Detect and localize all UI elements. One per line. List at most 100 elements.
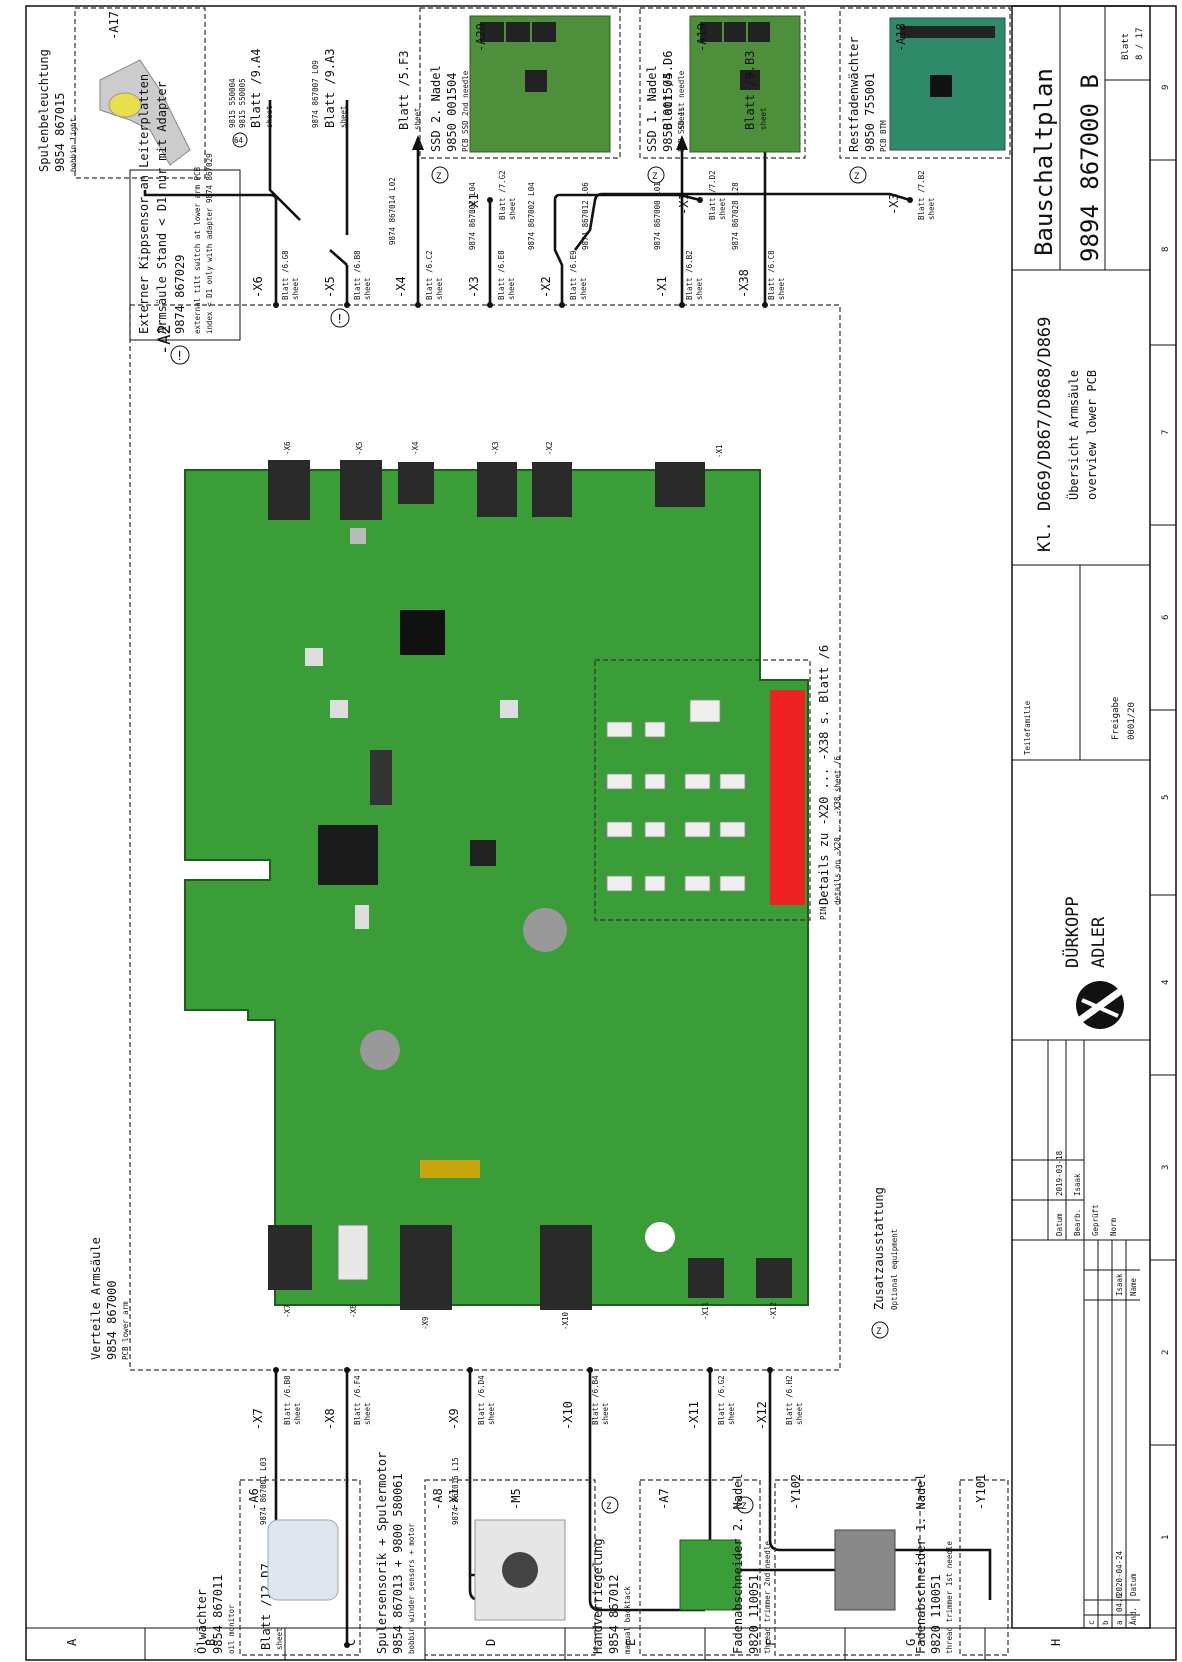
row-e: E	[624, 1639, 638, 1646]
col-3: 3	[1161, 1165, 1171, 1170]
capacitor-1	[360, 1030, 400, 1070]
module-a17: -A17 Spulenbeleuchtung 9854 867015 bobbi…	[37, 7, 206, 179]
cable-x4-dest: Blatt /5.F3	[397, 51, 411, 130]
a19-name: SSD 1. Nadel	[645, 65, 659, 152]
col-5: 5	[1161, 795, 1171, 800]
port-x6-link: Blatt /6.G8	[281, 250, 290, 300]
wire-x5-break	[329, 249, 348, 266]
port-x7: -X7	[251, 1408, 265, 1430]
port-x7-sheet: sheet	[293, 1402, 302, 1425]
port-x5-link: Blatt /6.B8	[353, 250, 362, 300]
a19-link: Blatt /7.D2	[708, 170, 717, 220]
rev-a-date: 2020-04-24	[1115, 1550, 1124, 1596]
node-x6	[273, 302, 279, 308]
rev-and-label: Änd.	[1129, 1607, 1138, 1625]
freigabe-value: 0001/20	[1127, 702, 1137, 740]
conn-x11	[688, 1258, 724, 1298]
optional-en: Optional equipment	[890, 1229, 899, 1310]
col-9: 9	[1161, 85, 1171, 90]
silk-x2: -X2	[545, 441, 554, 455]
note-l2: Armsäule Stand < D1 nur mit Adapter	[155, 81, 169, 334]
cable-x38: 9874 867028 L28	[731, 182, 740, 250]
module-a18: -A18 Restfadenwächter 9850 755001 PCB BT…	[839, 7, 1011, 220]
port-x11-link: Blatt /6.G2	[717, 1375, 726, 1425]
conn-x7	[268, 1225, 312, 1290]
a17-en: bobbin light	[69, 118, 78, 172]
y101-ref: -Y101	[974, 1474, 988, 1510]
optional-de: Zusatzausstattung	[872, 1187, 886, 1310]
row-d: D	[484, 1639, 498, 1646]
y101-part: 9820 110051	[929, 1575, 943, 1654]
port-x6: -X6	[251, 276, 265, 298]
connector-strip-red	[770, 690, 805, 905]
bearb-label: Bearb.	[1073, 1209, 1082, 1236]
module-a7: -A7 Handverriegelung 9854 867012 manual …	[591, 1479, 761, 1656]
sheet-value: 8 / 17	[1135, 27, 1145, 60]
a8-en: bobbin winder sensors + motor	[407, 1523, 416, 1654]
cable-x5a: 9815 550004	[228, 78, 237, 128]
cable-x5c: 9874 867007 L09	[311, 60, 320, 128]
wire-x10-a7	[588, 1370, 705, 1612]
a6-image	[267, 1519, 339, 1601]
node-x12	[767, 1367, 773, 1373]
y101-en: thread trimmer 1st needle	[945, 1541, 954, 1654]
description-en: overview lower PCB	[1085, 370, 1099, 500]
module-y102: -Y102 Fadenabschneider 2. Nadel 9820 110…	[731, 1473, 921, 1656]
port-x8-link: Blatt /6.F4	[353, 1375, 362, 1425]
optional-marks-top: Z Z Z	[431, 166, 867, 184]
a19-port: -X1	[677, 193, 691, 215]
wire-x2-a19	[553, 193, 701, 305]
port-x12-sheet: sheet	[795, 1402, 804, 1425]
z-mark-a7: Z	[606, 1502, 612, 1512]
y102-part: 9820 110051	[747, 1575, 761, 1654]
sheet-label: Blatt	[1121, 33, 1131, 60]
module-a19: -A19 SSD 1. Nadel 9850 001504 PCB SSD 1s…	[639, 7, 806, 220]
cable-x7-sheet: sheet	[275, 1627, 284, 1650]
a20-port: -X1	[467, 193, 481, 215]
port-x8: -X8	[323, 1408, 337, 1430]
title-block: Blatt 8 / 17 Bauschaltplan 9894 867000 B…	[1011, 5, 1151, 1629]
a18-link: Blatt /7.B2	[917, 170, 926, 220]
a18-ref: -A18	[894, 23, 908, 52]
cable-x5b: 9815 550005	[238, 78, 247, 128]
arrow-x4	[412, 135, 424, 150]
brand-top: DÜRKOPP	[1061, 896, 1083, 968]
top-port-labels: -X6 Blatt /6.G8 sheet -X5 Blatt /6.B8 sh…	[251, 250, 786, 300]
a20-en: PCB SSD 2nd needle	[461, 70, 470, 152]
col-4: 4	[1161, 980, 1171, 985]
z-mark-a19: Z	[652, 172, 658, 182]
y102-image	[834, 1529, 896, 1611]
a20-name: SSD 2. Nadel	[429, 65, 443, 152]
port-x6-sheet: sheet	[291, 277, 300, 300]
rev-a: a	[1115, 1620, 1124, 1625]
silk-x7: -X7	[283, 1304, 292, 1318]
freigabe-label: Freigabe	[1111, 697, 1121, 740]
note-l4: external tilt switch at lower arm PCB	[193, 166, 202, 334]
cable-x1: 9874 867000 L01	[653, 182, 662, 250]
m5-ref: -M5	[509, 1488, 523, 1510]
module-a20: -A20 SSD 2. Nadel 9850 001504 PCB SSD 2n…	[419, 7, 621, 220]
note-l5: index < D1 only with adapter 9874 867029	[205, 153, 214, 334]
duerkopp-adler-logo	[1076, 981, 1125, 1029]
a18-name: Restfadenwächter	[847, 36, 861, 152]
cable-labels-top: 9874 867014 L02 Blatt /5.F3 sheet 9874 8…	[228, 49, 768, 250]
port-x4: -X4	[394, 276, 408, 298]
details-en: details on -X20 ... -X38 sheet /6	[833, 756, 842, 905]
port-x8-sheet: sheet	[363, 1402, 372, 1425]
a20-ref: -A20	[474, 23, 488, 52]
row-f: F	[764, 1639, 778, 1646]
port-x4-link: Blatt /6.C2	[425, 250, 434, 300]
row-a: A	[65, 1638, 79, 1646]
wire-x5-c	[268, 100, 301, 221]
y102-en: thread trimmer 2nd needle	[763, 1541, 772, 1654]
warning-mark-x5: !	[336, 312, 343, 326]
warning-icon	[170, 345, 190, 365]
a17-ref: -A17	[107, 11, 121, 40]
cable-x5-sheet: sheet	[265, 105, 274, 128]
cable-x1-sheet: sheet	[677, 107, 686, 130]
module-a8: -A8 -M5 -X1 Spulersensorik + Spulermotor…	[375, 1452, 596, 1656]
z-mark-a20: Z	[436, 172, 442, 182]
wire-x6-a17	[143, 190, 278, 305]
a8-part: 9854 867013 + 9800 580061	[391, 1473, 405, 1654]
